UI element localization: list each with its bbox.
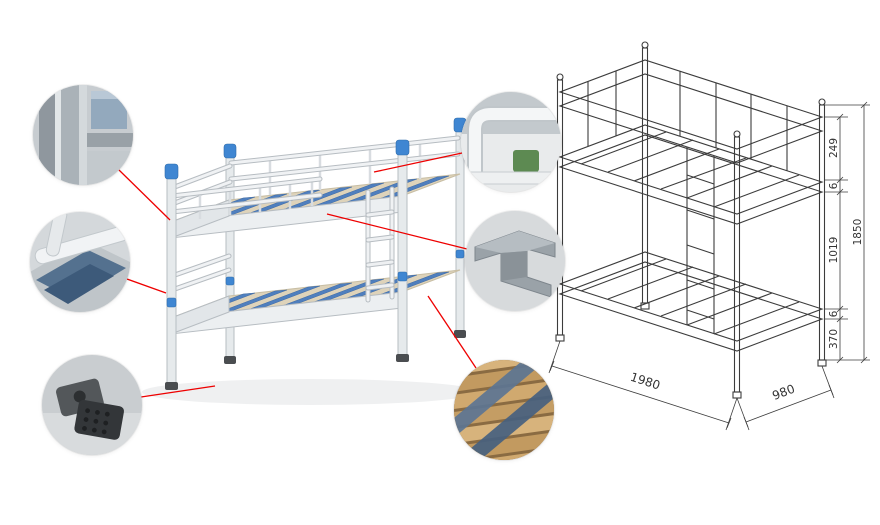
bed-frame-slat-corner-photo — [30, 212, 130, 312]
post-cap — [395, 139, 410, 156]
dim-bunk-clearance-label: 1019 — [828, 237, 840, 264]
callout-steel-connector-bracket-detail — [465, 211, 565, 311]
post-foot — [224, 356, 236, 364]
frame-tube-corner-photo — [33, 85, 133, 185]
callout-guardrail-bend-detail — [461, 92, 561, 192]
bed-shadow — [142, 379, 478, 405]
dim-base-height-label: 370 — [828, 329, 840, 349]
dim-guardrail-height-label: 249 — [828, 138, 840, 158]
post-connector — [225, 276, 235, 286]
bed-ladder — [365, 186, 395, 303]
steel-connector-bracket-photo — [465, 211, 565, 311]
bunk-bed-photo — [142, 117, 478, 405]
technical-drawing: 249 6 1019 6 370 1850 1980 980 — [548, 41, 870, 431]
callout-bed-frame-slat-corner-detail — [30, 212, 130, 312]
callout-plastic-foot-pads-detail — [42, 355, 142, 455]
callout-connector-lines — [118, 152, 477, 398]
callout-wood-slat-straps-detail — [454, 360, 554, 460]
post-connector — [166, 297, 177, 308]
dim-length-label: 1980 — [629, 370, 662, 393]
post-foot — [165, 382, 178, 390]
guardrail-bend-photo — [461, 92, 561, 192]
dimension-annotations: 249 6 1019 6 370 1850 1980 980 — [548, 101, 870, 431]
post-connector — [455, 249, 465, 259]
dim-width-label: 980 — [770, 382, 796, 403]
dim-overall-height-label: 1850 — [852, 219, 864, 246]
plastic-foot-pads-photo — [42, 355, 142, 455]
post-connector — [397, 271, 408, 282]
post-foot — [396, 354, 409, 362]
dim-top-gap-label: 6 — [828, 182, 840, 189]
post-cap — [164, 163, 179, 180]
callout-frame-tube-corner-detail — [33, 85, 133, 185]
post-foot — [454, 330, 466, 338]
dim-bottom-gap-label: 6 — [828, 310, 840, 317]
post-cap — [223, 143, 237, 159]
wood-slat-straps-photo — [454, 360, 554, 460]
